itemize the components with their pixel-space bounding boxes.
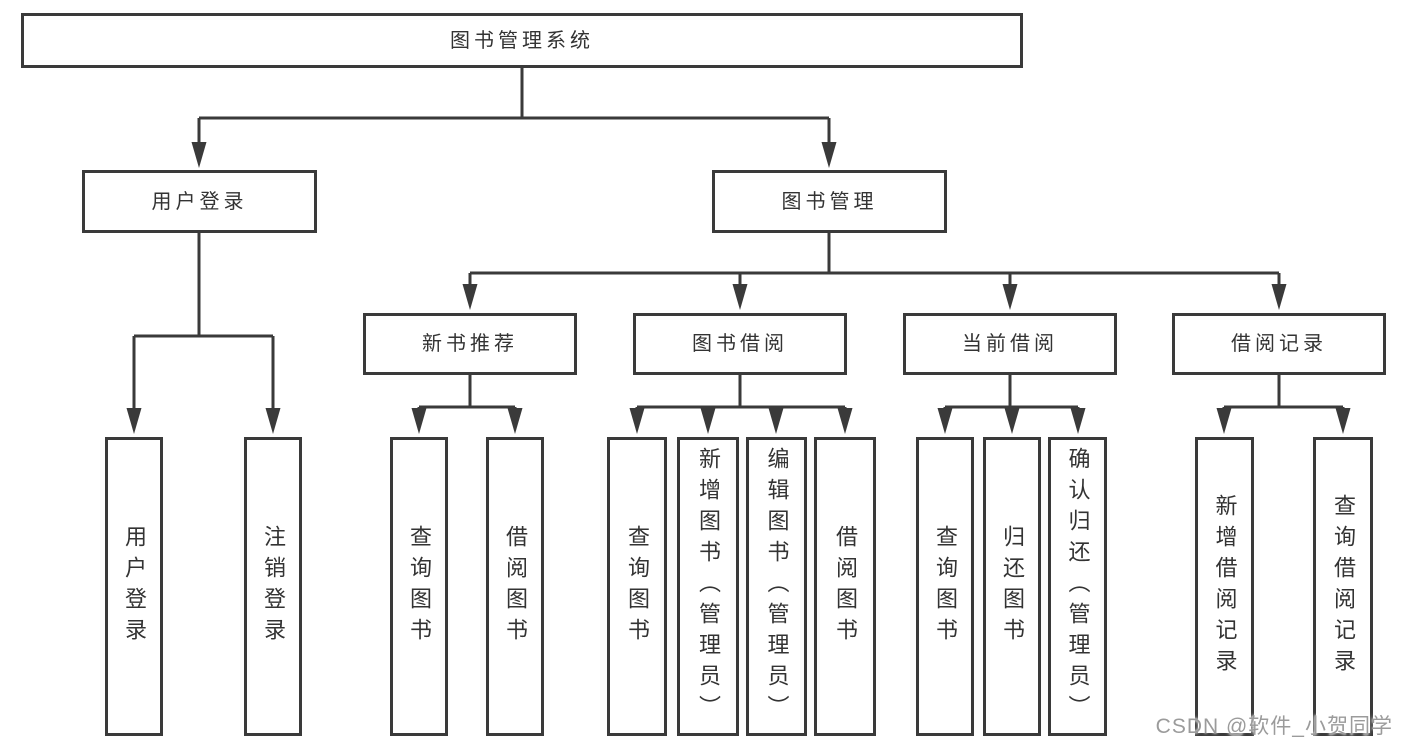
leaf-query-book-borrowing: 查询图书 xyxy=(607,437,667,736)
node-user-login-branch-label: 用户登录 xyxy=(151,190,248,213)
leaf-borrow-book-recommend: 借阅图书 xyxy=(486,437,544,736)
leaf-logout: 注销登录 xyxy=(244,437,302,736)
node-current-borrowing-label: 当前借阅 xyxy=(962,333,1058,355)
node-new-book-recommend: 新书推荐 xyxy=(363,313,577,375)
leaf-add-book-admin: 新增图书（管理员） xyxy=(677,437,739,736)
node-new-book-recommend-label: 新书推荐 xyxy=(422,333,518,355)
leaf-borrow-book-recommend-label: 借阅图书 xyxy=(503,524,528,649)
node-current-borrowing: 当前借阅 xyxy=(903,313,1117,375)
leaf-confirm-return-admin: 确认归还（管理员） xyxy=(1048,437,1107,736)
leaf-logout-label: 注销登录 xyxy=(261,524,286,649)
leaf-add-borrow-record-label: 新增借阅记录 xyxy=(1212,493,1238,680)
node-borrowing-records-label: 借阅记录 xyxy=(1231,333,1327,355)
leaf-edit-book-admin: 编辑图书（管理员） xyxy=(746,437,807,736)
leaf-query-book-current-label: 查询图书 xyxy=(933,524,958,649)
leaf-return-book: 归还图书 xyxy=(983,437,1041,736)
node-book-management: 图书管理 xyxy=(712,170,947,233)
leaf-query-borrow-record: 查询借阅记录 xyxy=(1313,437,1373,736)
leaf-query-book-borrowing-label: 查询图书 xyxy=(625,524,650,649)
node-book-borrowing-label: 图书借阅 xyxy=(692,333,788,355)
watermark: CSDN @软件_小贺同学 xyxy=(1155,715,1393,738)
arrowhead-icons xyxy=(126,142,1351,434)
leaf-query-book-current: 查询图书 xyxy=(916,437,974,736)
node-book-management-label: 图书管理 xyxy=(781,190,878,213)
tree-branch-lines xyxy=(134,68,1343,409)
leaf-borrow-book-borrowing-label: 借阅图书 xyxy=(833,524,858,649)
node-book-borrowing: 图书借阅 xyxy=(633,313,847,375)
leaf-add-book-admin-label: 新增图书（管理员） xyxy=(696,447,721,726)
leaf-user-login-label: 用户登录 xyxy=(122,524,147,649)
node-borrowing-records: 借阅记录 xyxy=(1172,313,1386,375)
node-root-label: 图书管理系统 xyxy=(450,29,594,52)
node-root: 图书管理系统 xyxy=(21,13,1023,68)
leaf-edit-book-admin-label: 编辑图书（管理员） xyxy=(764,447,790,726)
leaf-query-book-recommend-label: 查询图书 xyxy=(407,524,432,649)
leaf-user-login: 用户登录 xyxy=(105,437,163,736)
leaf-query-borrow-record-label: 查询借阅记录 xyxy=(1331,493,1356,680)
leaf-query-book-recommend: 查询图书 xyxy=(390,437,448,736)
leaf-return-book-label: 归还图书 xyxy=(1000,524,1025,649)
node-user-login-branch: 用户登录 xyxy=(82,170,317,233)
leaf-borrow-book-borrowing: 借阅图书 xyxy=(814,437,876,736)
leaf-add-borrow-record: 新增借阅记录 xyxy=(1195,437,1254,736)
leaf-confirm-return-admin-label: 确认归还（管理员） xyxy=(1065,447,1091,726)
